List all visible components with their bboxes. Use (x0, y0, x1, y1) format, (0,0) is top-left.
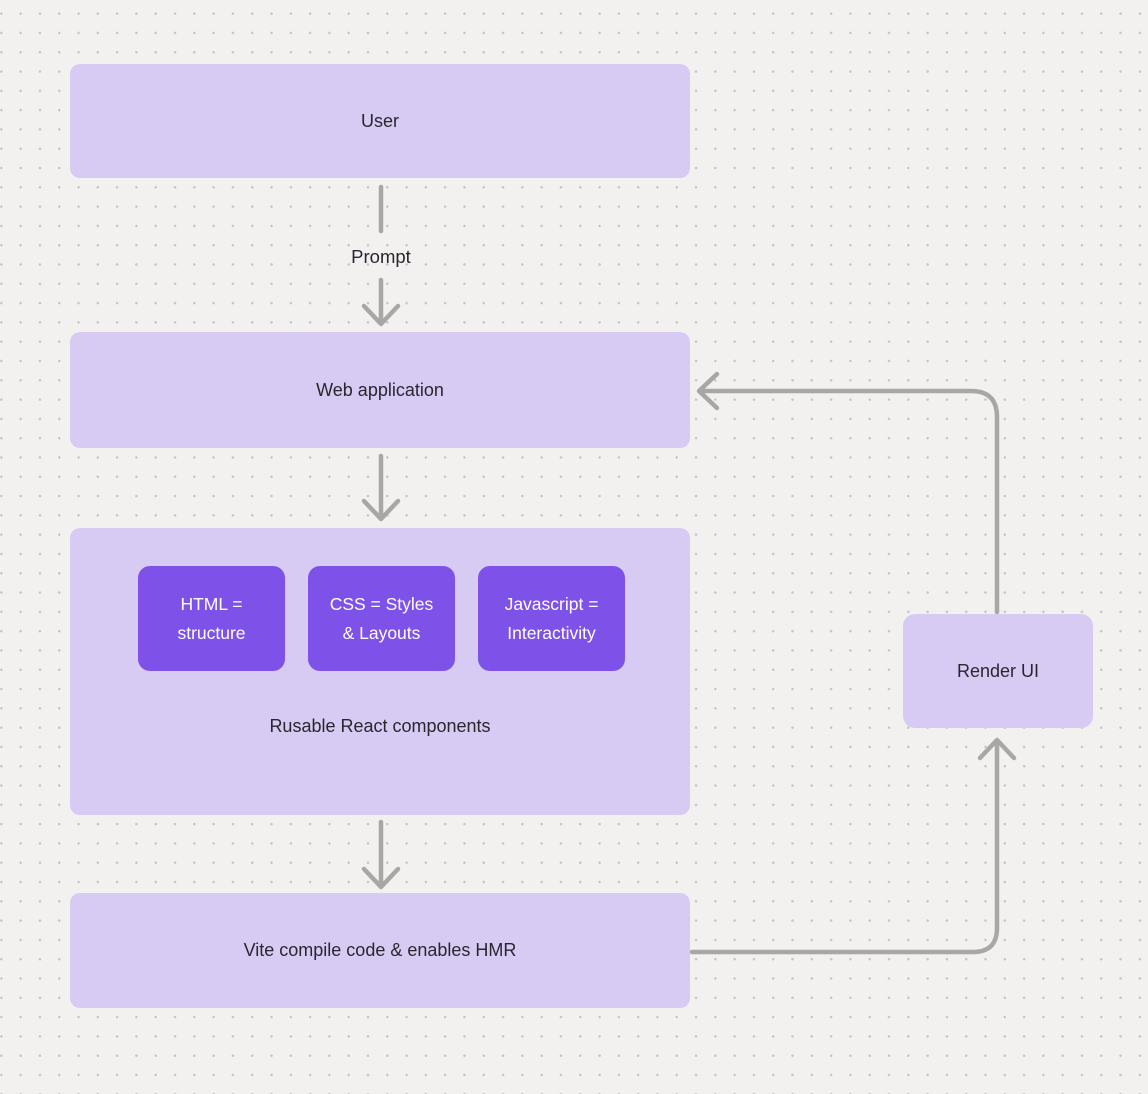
arrow-components-to-vite (361, 819, 401, 890)
node-vite-label: Vite compile code & enables HMR (243, 940, 517, 960)
node-components-group: HTML = structure CSS = Styles & Layouts … (70, 528, 690, 815)
node-web-application-label: Web application (316, 379, 444, 400)
node-user-label: User (360, 110, 399, 131)
node-render-ui: Render UI (903, 614, 1093, 728)
edge-label-prompt: Prompt (351, 246, 411, 267)
node-css-styles: CSS = Styles & Layouts (308, 566, 455, 671)
node-html-structure-label: HTML = structure (177, 593, 246, 643)
node-javascript-interactivity-label: Javascript = Interactivity (504, 593, 599, 643)
components-group-caption: Rusable React components (269, 716, 491, 736)
node-user: User (70, 64, 690, 178)
arrow-prompt-to-web-application (361, 277, 401, 327)
arrow-vite-to-render-ui (689, 737, 1017, 955)
node-css-styles-label: CSS = Styles & Layouts (329, 593, 434, 643)
node-render-ui-label: Render UI (956, 660, 1040, 681)
node-vite: Vite compile code & enables HMR (70, 893, 690, 1008)
node-web-application: Web application (70, 332, 690, 448)
node-html-structure: HTML = structure (138, 566, 285, 671)
node-javascript-interactivity: Javascript = Interactivity (478, 566, 625, 671)
arrow-render-ui-to-web-application (696, 371, 1000, 615)
arrow-web-application-to-components (361, 453, 401, 522)
